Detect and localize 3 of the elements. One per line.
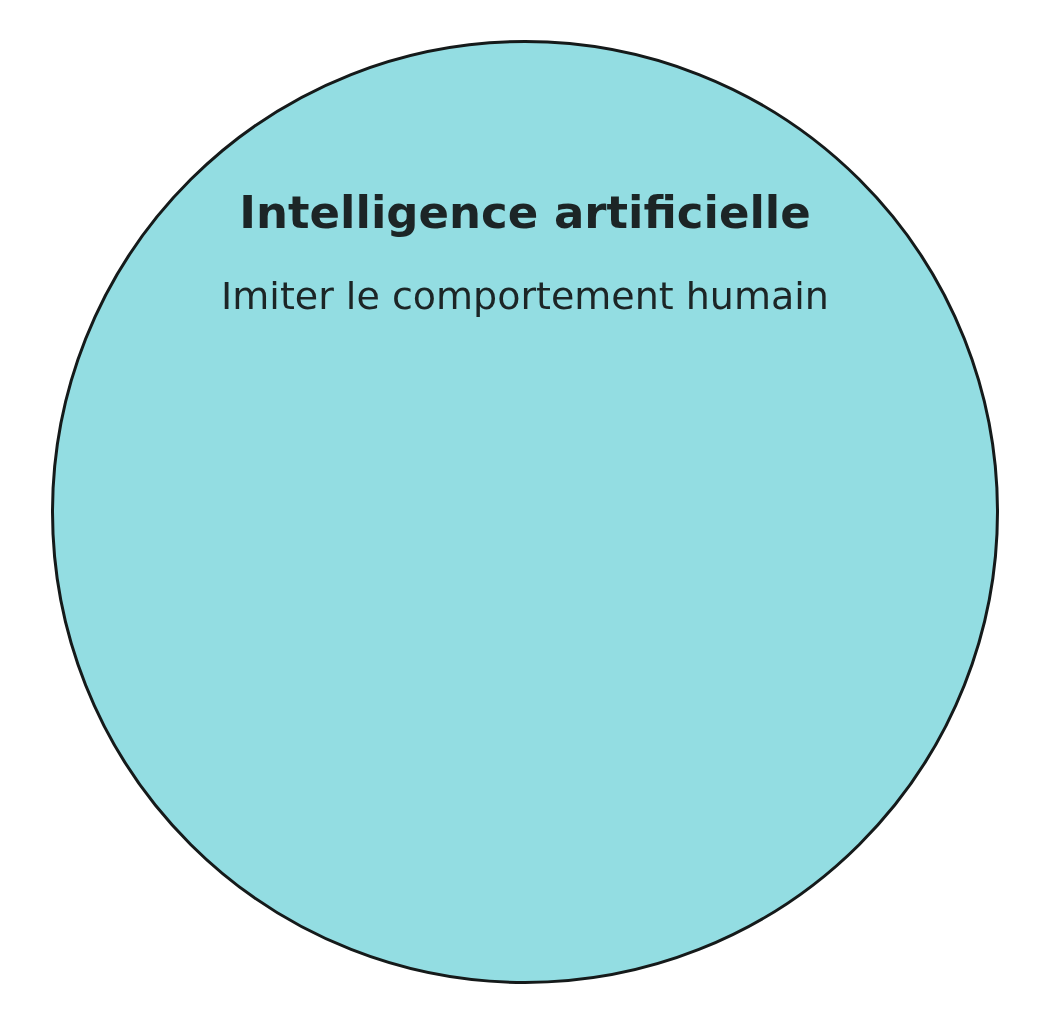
heading: Intelligence artificielle xyxy=(239,186,811,239)
subtitle: Imiter le comportement humain xyxy=(221,274,829,318)
circle-node xyxy=(51,40,999,984)
